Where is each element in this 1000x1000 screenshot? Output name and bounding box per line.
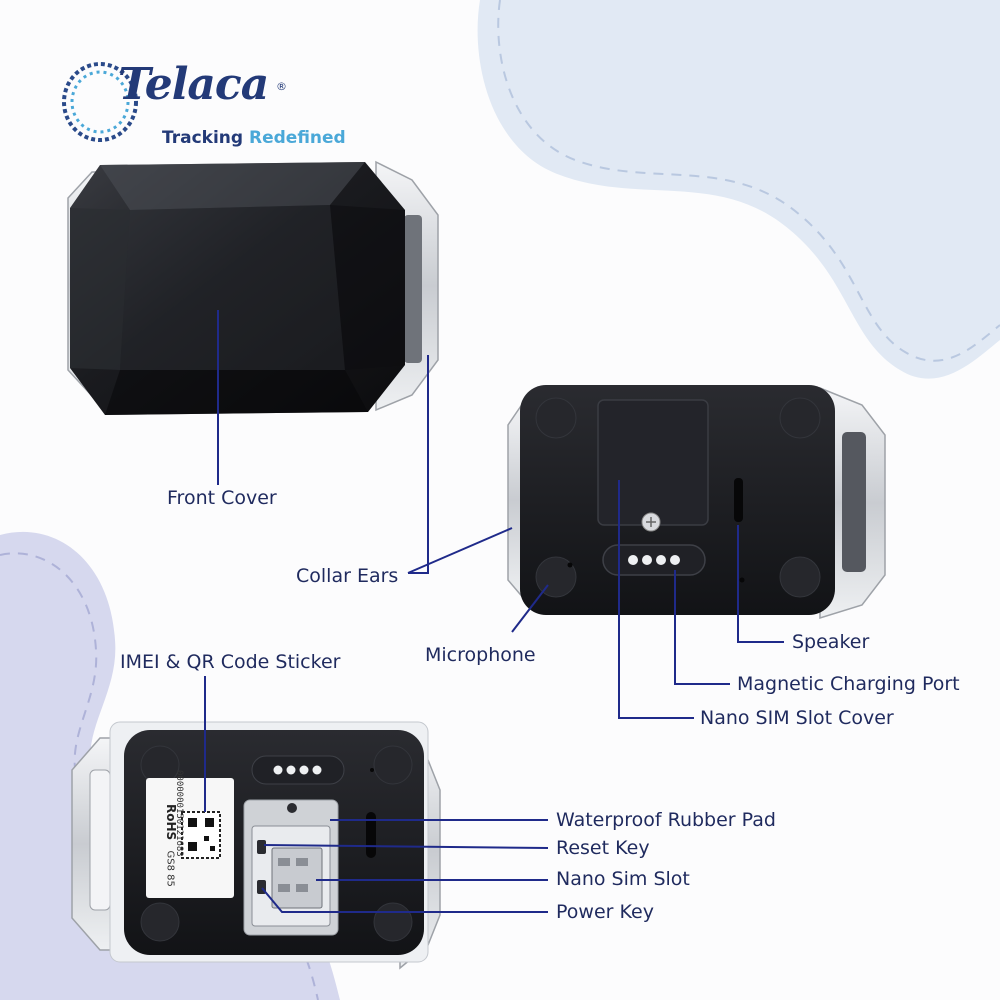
sticker-marks: RoHS: [164, 804, 178, 841]
label-magnetic-charging-port: Magnetic Charging Port: [737, 673, 960, 695]
leader-speaker: [737, 525, 784, 643]
brand-tagline-part1: Tracking: [162, 128, 244, 148]
label-reset-key: Reset Key: [556, 837, 650, 859]
brand-tagline: Tracking Redefined: [162, 128, 346, 148]
device-back-view: [507, 385, 886, 620]
leader-collar-ears-back: [407, 527, 513, 574]
label-collar-ears: Collar Ears: [296, 565, 399, 587]
brand-logo-swirl-icon: [62, 62, 138, 142]
sticker-model: GS8 85: [164, 850, 176, 887]
speaker-grille: [734, 478, 743, 522]
brand-registered-mark: ®: [276, 80, 287, 93]
label-power-key: Power Key: [556, 901, 654, 923]
leader-collar-ears: [408, 355, 429, 574]
device-front-view: [67, 160, 439, 415]
leader-nano-sim-slot-cover: [618, 480, 694, 719]
leader-reset-key: [263, 844, 549, 849]
microphone-hole: [567, 562, 573, 568]
device-open-view: [71, 721, 441, 970]
label-imei-qr-sticker: IMEI & QR Code Sticker: [120, 651, 341, 673]
magnetic-charging-port: [602, 544, 706, 576]
open-speaker-grille: [366, 812, 376, 858]
reset-key: [257, 840, 266, 854]
qr-code-icon: [181, 811, 221, 859]
nano-sim-slot-cover: [597, 399, 709, 526]
brand-logo-wordmark: Telaca: [118, 59, 269, 110]
leader-power-key: [261, 887, 548, 913]
label-speaker: Speaker: [792, 631, 870, 653]
leader-microphone: [511, 584, 549, 633]
label-waterproof-rubber-pad: Waterproof Rubber Pad: [556, 809, 776, 831]
front-cover: [70, 162, 405, 415]
label-nano-sim-slot-cover: Nano SIM Slot Cover: [700, 707, 894, 729]
leader-magnetic-charging-port: [674, 570, 730, 685]
label-nano-sim-slot: Nano Sim Slot: [556, 868, 690, 890]
background-blob-top-right-dash: [497, 0, 1000, 362]
nano-sim-slot: [271, 847, 323, 909]
brand-tagline-part2: Redefined: [249, 128, 346, 148]
label-front-cover: Front Cover: [167, 487, 277, 509]
leader-lines: [204, 310, 784, 913]
background-blob-top-right: [477, 0, 1000, 379]
label-microphone: Microphone: [425, 644, 536, 666]
open-charging-port: [251, 755, 345, 785]
